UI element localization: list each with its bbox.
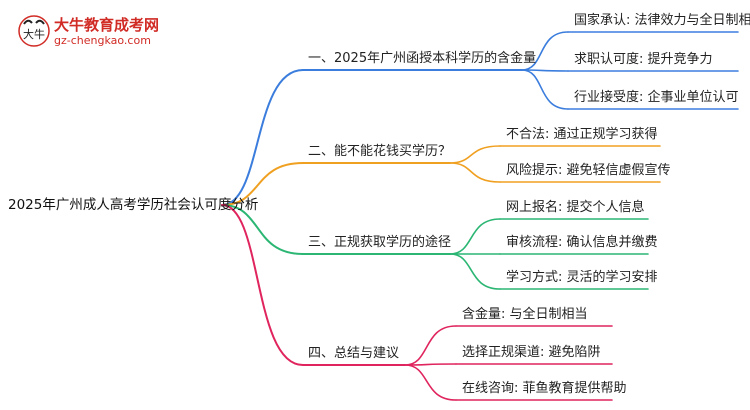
root-node: 2025年广州成人高考学历社会认可度分析 xyxy=(8,197,259,213)
branch-4-child-2: 选择正规渠道: 避免陷阱 xyxy=(462,345,601,360)
branch-3-child-2: 审核流程: 确认信息并缴费 xyxy=(506,235,658,250)
branch-2-child-1: 不合法: 通过正规学习获得 xyxy=(506,127,658,142)
branch-1-child-2: 求职认可度: 提升竞争力 xyxy=(574,52,713,67)
branch-2-label: 二、能不能花钱买学历？ xyxy=(308,144,452,159)
branch-3-child-1-connector xyxy=(449,218,501,255)
logo-title: 大牛教育成考网 xyxy=(54,16,160,34)
branch-4-child-3-connector xyxy=(404,364,457,401)
branch-2-child-1-connector xyxy=(449,145,501,164)
site-logo[interactable]: 大牛 大牛教育成考网 gz-chengkao.com xyxy=(18,12,208,52)
logo-url: gz-chengkao.com xyxy=(54,34,151,47)
branch-2-child-2-connector xyxy=(449,162,501,183)
branch-4-child-3: 在线咨询: 菲鱼教育提供帮助 xyxy=(462,381,627,396)
bull-logo-icon: 大牛 xyxy=(18,15,50,47)
branch-3-child-3: 学习方式: 灵活的学习安排 xyxy=(506,270,658,285)
branch-1-label: 一、2025年广州函授本科学历的含金量 xyxy=(308,51,537,66)
branch-3-label: 三、正规获取学历的途径 xyxy=(308,235,452,250)
logo-mark-text: 大牛 xyxy=(23,27,45,41)
branch-4-label: 四、总结与建议 xyxy=(308,346,400,361)
branch-4-connector xyxy=(221,204,304,366)
branch-1-child-3-connector xyxy=(521,69,569,110)
branch-1-child-1: 国家承认: 法律效力与全日制相同 xyxy=(574,13,750,28)
branch-1-child-3: 行业接受度: 企事业单位认可 xyxy=(574,90,739,105)
branch-3-child-3-connector xyxy=(449,253,501,290)
branch-1-child-1-connector xyxy=(521,31,569,71)
branch-2-child-2: 风险提示: 避免轻信虚假宣传 xyxy=(506,163,671,178)
branch-4-child-1: 含金量: 与全日制相当 xyxy=(462,307,588,322)
branch-3-connector xyxy=(221,204,304,255)
branch-2-connector xyxy=(221,162,304,206)
branch-3-child-1: 网上报名: 提交个人信息 xyxy=(506,200,645,215)
branch-4-child-2-connector xyxy=(404,363,457,366)
branch-1-connector xyxy=(221,69,304,206)
branch-4-child-1-connector xyxy=(404,325,457,366)
